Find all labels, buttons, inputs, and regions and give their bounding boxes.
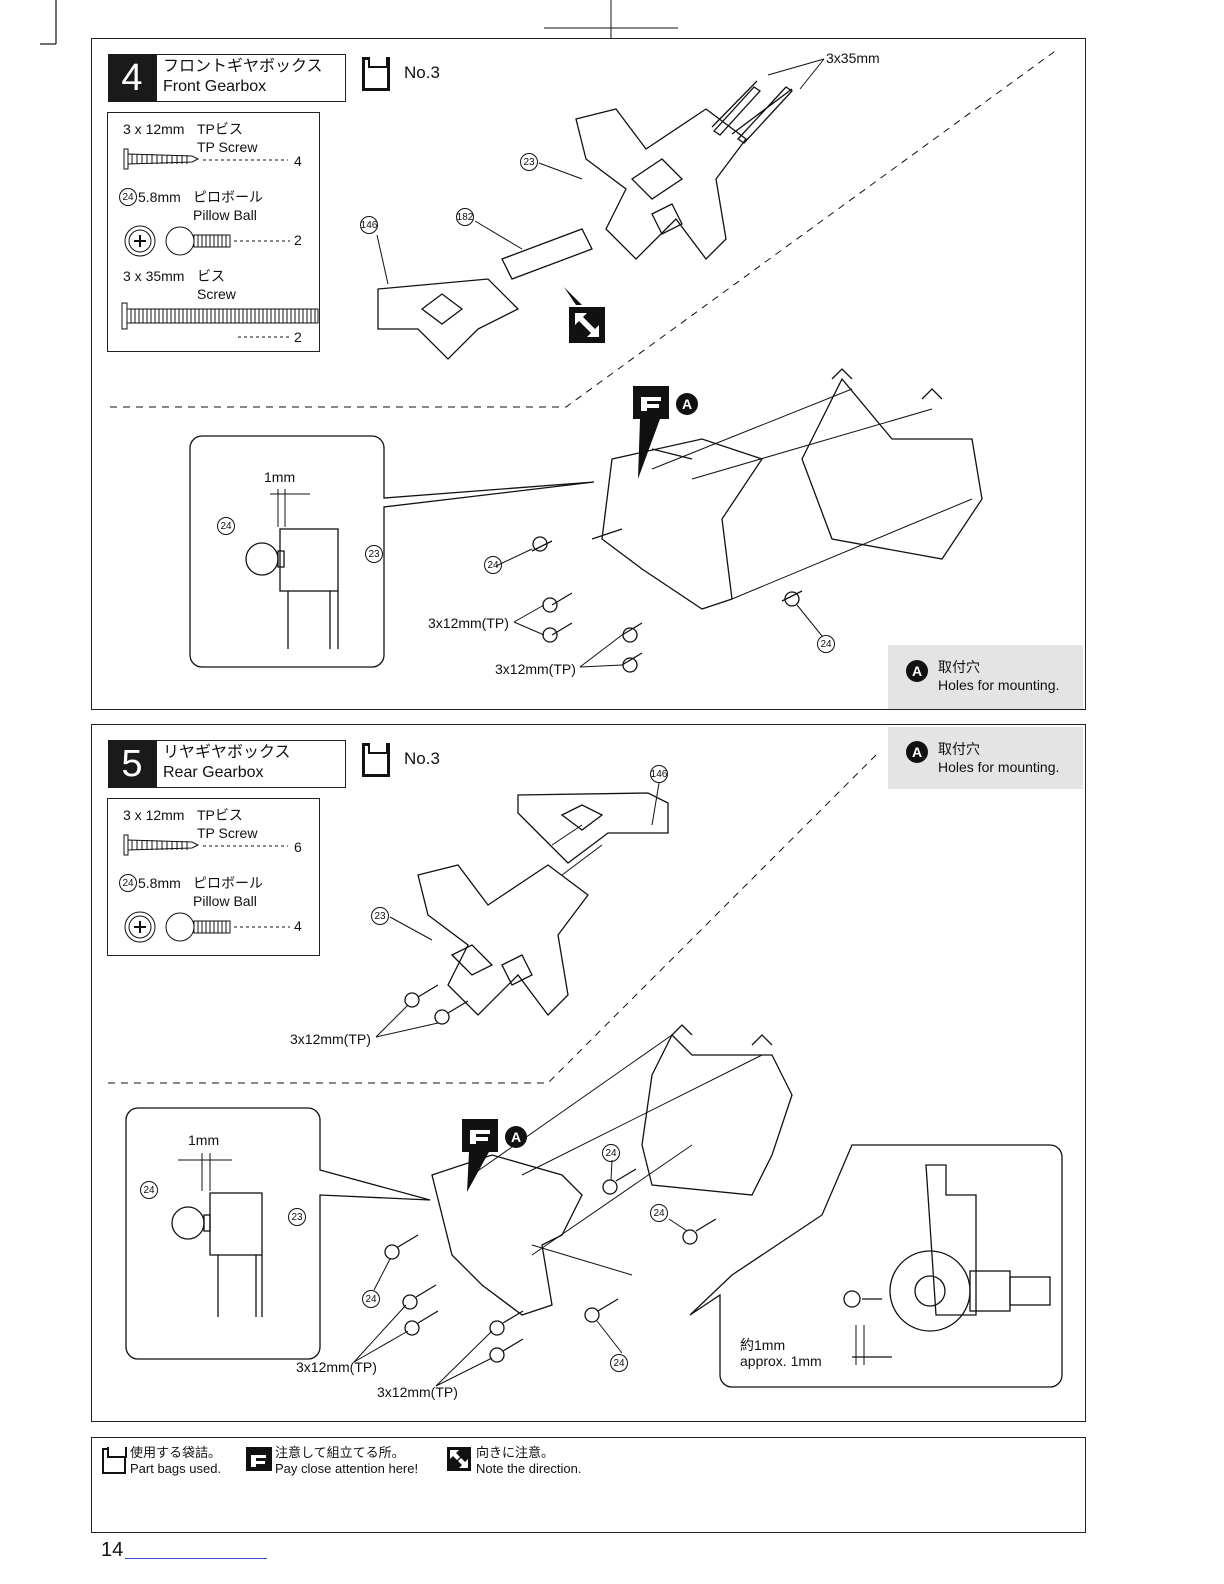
part-number-badge: 24 bbox=[119, 874, 137, 892]
part-name-jp: TPビス bbox=[197, 807, 243, 823]
part-name-en: TP Screw bbox=[197, 825, 258, 841]
note-jp: 取付穴 bbox=[938, 659, 980, 675]
direction-arrows-icon bbox=[564, 287, 605, 343]
step-4-panel: 4 フロントギヤボックス Front Gearbox No.3 3 x 12mm… bbox=[91, 38, 1086, 710]
part-size: 3 x 35mm bbox=[123, 268, 185, 284]
part-number-24: 24 bbox=[217, 517, 235, 535]
step-5-bag-label: No.3 bbox=[404, 749, 440, 768]
part-number-24: 24 bbox=[484, 556, 502, 574]
part-number-24: 24 bbox=[817, 635, 835, 653]
part-size: 5.8mm bbox=[138, 189, 181, 205]
step-4-number: 4 bbox=[108, 54, 156, 102]
page-number-underline bbox=[125, 1558, 267, 1559]
part-number-23: 23 bbox=[371, 907, 389, 925]
part-number-24: 24 bbox=[140, 1181, 158, 1199]
detail-approx-en: approx. 1mm bbox=[740, 1353, 822, 1369]
part-bag-icon bbox=[362, 743, 390, 777]
long-screw-drawing bbox=[121, 302, 319, 338]
legend-attention-jp: 注意して組立てる所。 bbox=[275, 1445, 405, 1460]
note-A-badge: A bbox=[906, 741, 928, 763]
note-en: Holes for mounting. bbox=[938, 759, 1060, 775]
crop-marks bbox=[40, 0, 678, 45]
part-number-146: 146 bbox=[360, 216, 378, 234]
part-name-jp: ピロボール bbox=[193, 189, 263, 205]
part-number-23: 23 bbox=[365, 545, 383, 563]
part-name-en: Screw bbox=[197, 286, 236, 302]
rear-gearbox-exploded-drawing bbox=[108, 752, 1063, 1388]
pointing-hand-icon bbox=[246, 1447, 272, 1471]
legend-attention: 注意して組立てる所。 Pay close attention here! bbox=[275, 1445, 418, 1477]
callout-3x35mm: 3x35mm bbox=[826, 50, 880, 66]
part-name-jp: ピロボール bbox=[193, 875, 263, 891]
step-5-title-jp: リヤギヤボックス bbox=[163, 744, 291, 761]
tp-screw-drawing bbox=[123, 834, 288, 856]
pillow-ball-drawing bbox=[124, 911, 290, 943]
callout-tp-screw: 3x12mm(TP) bbox=[290, 1031, 371, 1047]
part-bag-icon bbox=[102, 1447, 127, 1474]
step-4-bag-label: No.3 bbox=[404, 63, 440, 82]
callout-tp-screw: 3x12mm(TP) bbox=[495, 661, 576, 677]
part-name-en: Pillow Ball bbox=[193, 207, 257, 223]
callout-tp-screw: 3x12mm(TP) bbox=[428, 615, 509, 631]
pointing-hand-icon bbox=[462, 1119, 498, 1192]
part-number-182: 182 bbox=[456, 208, 474, 226]
step-5-parts-box: 3 x 12mm TPビス TP Screw 6 24 5.8mm ピロボール … bbox=[107, 798, 320, 956]
part-number-24: 24 bbox=[602, 1144, 620, 1162]
legend-direction: 向きに注意。 Note the direction. bbox=[476, 1445, 582, 1477]
part-qty: 4 bbox=[294, 918, 302, 934]
pillow-ball-drawing bbox=[124, 225, 290, 257]
front-gearbox-exploded-drawing bbox=[110, 48, 1059, 673]
step-5-panel: 5 リヤギヤボックス Rear Gearbox No.3 3 x 12mm TP… bbox=[91, 724, 1086, 1422]
legend-direction-en: Note the direction. bbox=[476, 1461, 582, 1476]
part-number-badge: 24 bbox=[119, 188, 137, 206]
legend-bag: 使用する袋詰。 Part bags used. bbox=[130, 1445, 221, 1477]
step-5-title-en: Rear Gearbox bbox=[163, 764, 264, 781]
step-5-title: リヤギヤボックス Rear Gearbox bbox=[156, 740, 346, 788]
mounting-holes-note: A 取付穴 Holes for mounting. bbox=[888, 727, 1083, 789]
note-A-badge: A bbox=[906, 660, 928, 682]
legend-attention-en: Pay close attention here! bbox=[275, 1461, 419, 1476]
callout-tp-screw: 3x12mm(TP) bbox=[296, 1359, 377, 1375]
attention-A-badge: A bbox=[505, 1126, 527, 1148]
part-bag-icon bbox=[362, 57, 390, 91]
part-number-24: 24 bbox=[610, 1354, 628, 1372]
legend-panel: 使用する袋詰。 Part bags used. 注意して組立てる所。 Pay c… bbox=[91, 1437, 1086, 1533]
part-number-23: 23 bbox=[520, 153, 538, 171]
page-number: 14 bbox=[101, 1539, 124, 1561]
legend-direction-jp: 向きに注意。 bbox=[476, 1445, 555, 1460]
part-number-24: 24 bbox=[650, 1204, 668, 1222]
part-qty: 6 bbox=[294, 839, 302, 855]
attention-A-badge: A bbox=[676, 393, 698, 415]
legend-bag-jp: 使用する袋詰。 bbox=[130, 1445, 222, 1460]
part-name-en: Pillow Ball bbox=[193, 893, 257, 909]
step-4-title: フロントギヤボックス Front Gearbox bbox=[156, 54, 346, 102]
part-qty: 4 bbox=[294, 153, 302, 169]
step-4-title-en: Front Gearbox bbox=[163, 78, 267, 95]
part-number-146: 146 bbox=[650, 765, 668, 783]
part-number-23: 23 bbox=[288, 1208, 306, 1226]
part-size: 3 x 12mm bbox=[123, 807, 185, 823]
detail-gap-label: 1mm bbox=[188, 1132, 220, 1148]
part-qty: 2 bbox=[294, 232, 302, 248]
pointing-hand-icon bbox=[633, 386, 669, 479]
step-4-title-jp: フロントギヤボックス bbox=[163, 58, 323, 75]
tp-screw-drawing bbox=[123, 148, 288, 170]
step-4-parts-box: 3 x 12mm TPビス TP Screw 4 24 5.8mm ピロボール … bbox=[107, 112, 320, 352]
note-jp: 取付穴 bbox=[938, 741, 980, 757]
legend-bag-en: Part bags used. bbox=[130, 1461, 222, 1476]
callout-tp-screw: 3x12mm(TP) bbox=[377, 1384, 458, 1400]
step-5-number: 5 bbox=[108, 740, 156, 788]
part-name-jp: TPビス bbox=[197, 121, 243, 137]
direction-arrows-icon bbox=[447, 1447, 471, 1471]
note-en: Holes for mounting. bbox=[938, 677, 1060, 693]
part-number-24: 24 bbox=[362, 1290, 380, 1308]
detail-gap-label: 1mm bbox=[264, 469, 296, 485]
part-qty: 2 bbox=[294, 329, 302, 345]
part-size: 3 x 12mm bbox=[123, 121, 185, 137]
part-name-en: TP Screw bbox=[197, 139, 258, 155]
part-name-jp: ビス bbox=[197, 268, 225, 284]
mounting-holes-note: A 取付穴 Holes for mounting. bbox=[888, 645, 1083, 709]
detail-approx-jp: 約1mm bbox=[740, 1337, 786, 1353]
part-size: 5.8mm bbox=[138, 875, 181, 891]
